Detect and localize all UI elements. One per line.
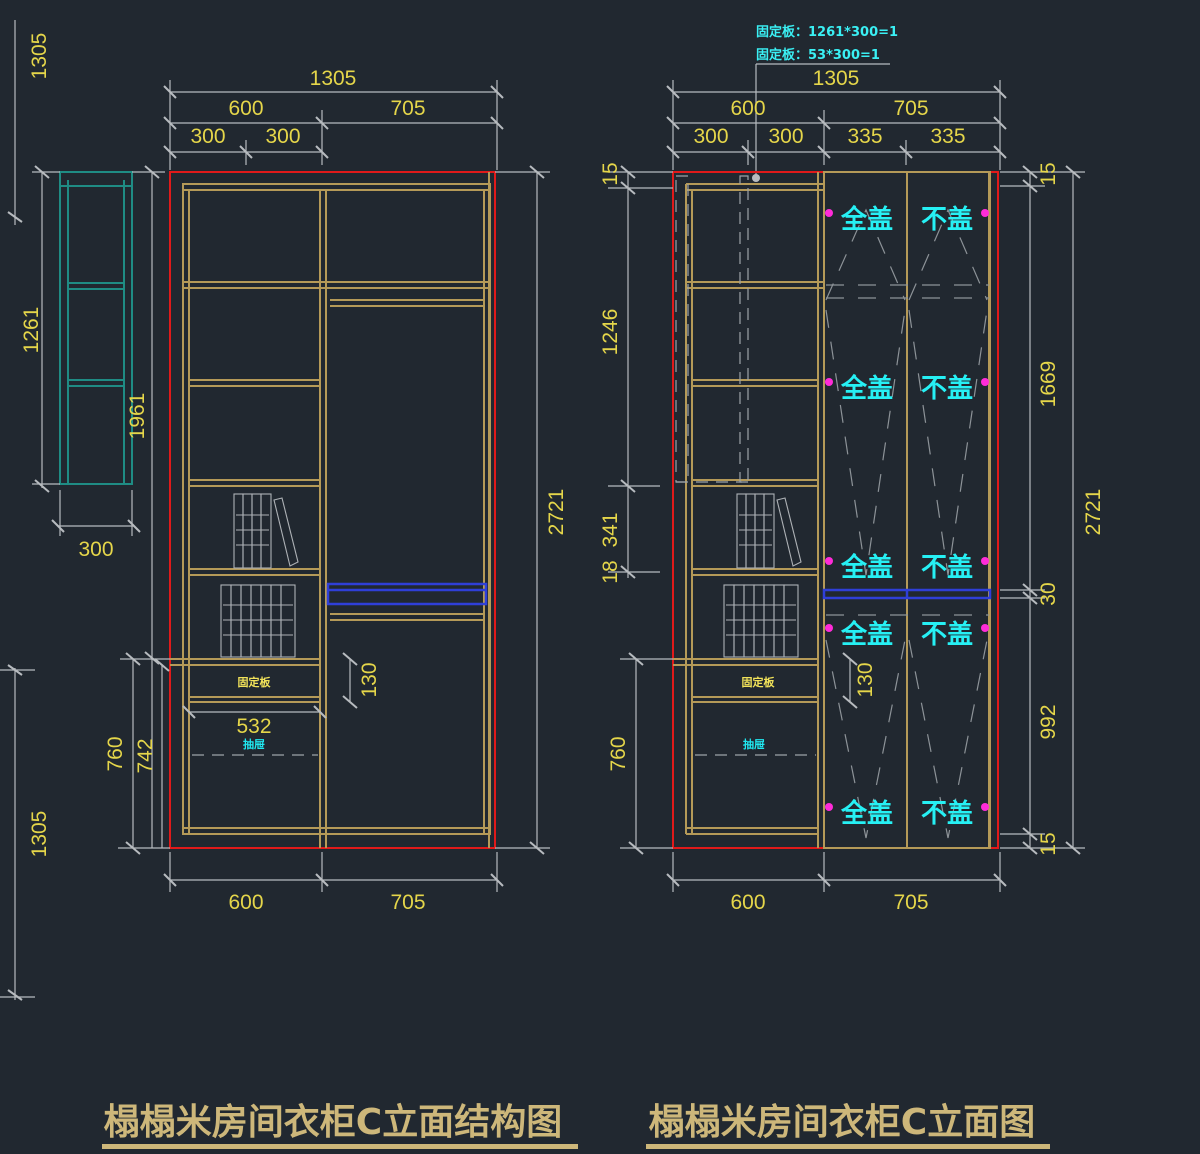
door-label-row-4: 全盖 不盖 — [825, 619, 989, 650]
door-label-row-5: 全盖 不盖 — [825, 798, 989, 829]
door-label-4-full: 全盖 — [840, 619, 893, 650]
door-label-1-full: 全盖 — [840, 204, 893, 235]
side-shelf-height: 1261 — [20, 307, 43, 354]
left-height-742: 742 — [134, 738, 157, 773]
side-panel — [59, 171, 133, 485]
books-upper-right — [736, 493, 802, 569]
right-bottom-705: 705 — [893, 891, 928, 914]
right-left-15: 15 — [599, 162, 622, 185]
door-label-row-3: 全盖 不盖 — [825, 552, 989, 583]
right-outline — [672, 171, 999, 849]
right-right-15-bottom: 15 — [1037, 832, 1060, 855]
right-upper-705: 705 — [893, 97, 928, 120]
header-note-1: 固定板：1261*300=1 — [756, 24, 898, 40]
side-inner-height: 1961 — [126, 393, 149, 440]
side-height-bottom: 1305 — [28, 811, 51, 858]
door-label-row-2: 全盖 不盖 — [825, 373, 989, 404]
side-depth: 300 — [78, 538, 113, 561]
left-bottom-600: 600 — [228, 891, 263, 914]
door-label-3-none: 不盖 — [921, 552, 973, 583]
left-elevation: 1305 600 705 300 300 — [104, 67, 568, 914]
side-height-top: 1305 — [28, 33, 51, 80]
right-right-15-top: 15 — [1037, 162, 1060, 185]
door-label-3-full: 全盖 — [840, 552, 893, 583]
left-bottom-705: 705 — [390, 891, 425, 914]
door-label-row-1: 全盖 不盖 — [825, 204, 989, 235]
right-left-341: 341 — [599, 512, 622, 547]
right-bottom-600: 600 — [730, 891, 765, 914]
right-left-1246: 1246 — [599, 309, 622, 356]
left-sub-300a: 300 — [190, 125, 225, 148]
right-height-130: 130 — [854, 662, 877, 697]
right-sub-300a: 300 — [693, 125, 728, 148]
right-upper-600: 600 — [730, 97, 765, 120]
door-label-2-full: 全盖 — [840, 373, 893, 404]
side-view: 1305 1305 1261 1961 300 — [0, 20, 165, 1001]
door-label-1-none: 不盖 — [921, 204, 973, 235]
left-overall-width: 1305 — [310, 67, 357, 90]
right-sub-335b: 335 — [930, 125, 965, 148]
right-left-18: 18 — [599, 560, 622, 583]
header-note-2: 固定板：53*300=1 — [756, 47, 880, 63]
title-right: 榻榻米房间衣柜C立面图 — [649, 1102, 1035, 1143]
right-right-30: 30 — [1037, 582, 1060, 605]
right-elevation: 固定板：1261*300=1 固定板：53*300=1 1305 600 705… — [599, 24, 1105, 914]
titles: 榻榻米房间衣柜C立面结构图 榻榻米房间衣柜C立面图 — [102, 1102, 1050, 1149]
right-drawer-label: 抽屉 — [743, 737, 765, 751]
left-width-532: 532 — [236, 715, 271, 738]
left-total-height: 2721 — [545, 489, 568, 536]
left-blue-rail — [326, 582, 488, 606]
right-left-760: 760 — [607, 736, 630, 771]
right-total-height: 2721 — [1082, 489, 1105, 536]
door-label-5-none: 不盖 — [921, 798, 973, 829]
left-outline — [169, 171, 496, 849]
door-label-5-full: 全盖 — [840, 798, 893, 829]
door-label-2-none: 不盖 — [921, 373, 973, 404]
right-right-1669: 1669 — [1037, 361, 1060, 408]
right-right-992: 992 — [1037, 704, 1060, 739]
door-label-4-none: 不盖 — [921, 619, 973, 650]
books-lower-right — [723, 584, 799, 658]
left-upper-705: 705 — [390, 97, 425, 120]
left-fixed-board: 固定板 — [238, 675, 272, 689]
right-overall-width: 1305 — [813, 67, 860, 90]
right-sub-300b: 300 — [768, 125, 803, 148]
books-upper-left — [233, 493, 299, 569]
right-sub-335a: 335 — [847, 125, 882, 148]
left-upper-600: 600 — [228, 97, 263, 120]
left-height-760: 760 — [104, 736, 127, 771]
left-drawer-label: 抽屉 — [243, 737, 265, 751]
left-height-130: 130 — [358, 662, 381, 697]
books-lower-left — [220, 584, 296, 658]
right-fixed-board: 固定板 — [742, 675, 776, 689]
title-left: 榻榻米房间衣柜C立面结构图 — [104, 1102, 562, 1143]
left-sub-300b: 300 — [265, 125, 300, 148]
